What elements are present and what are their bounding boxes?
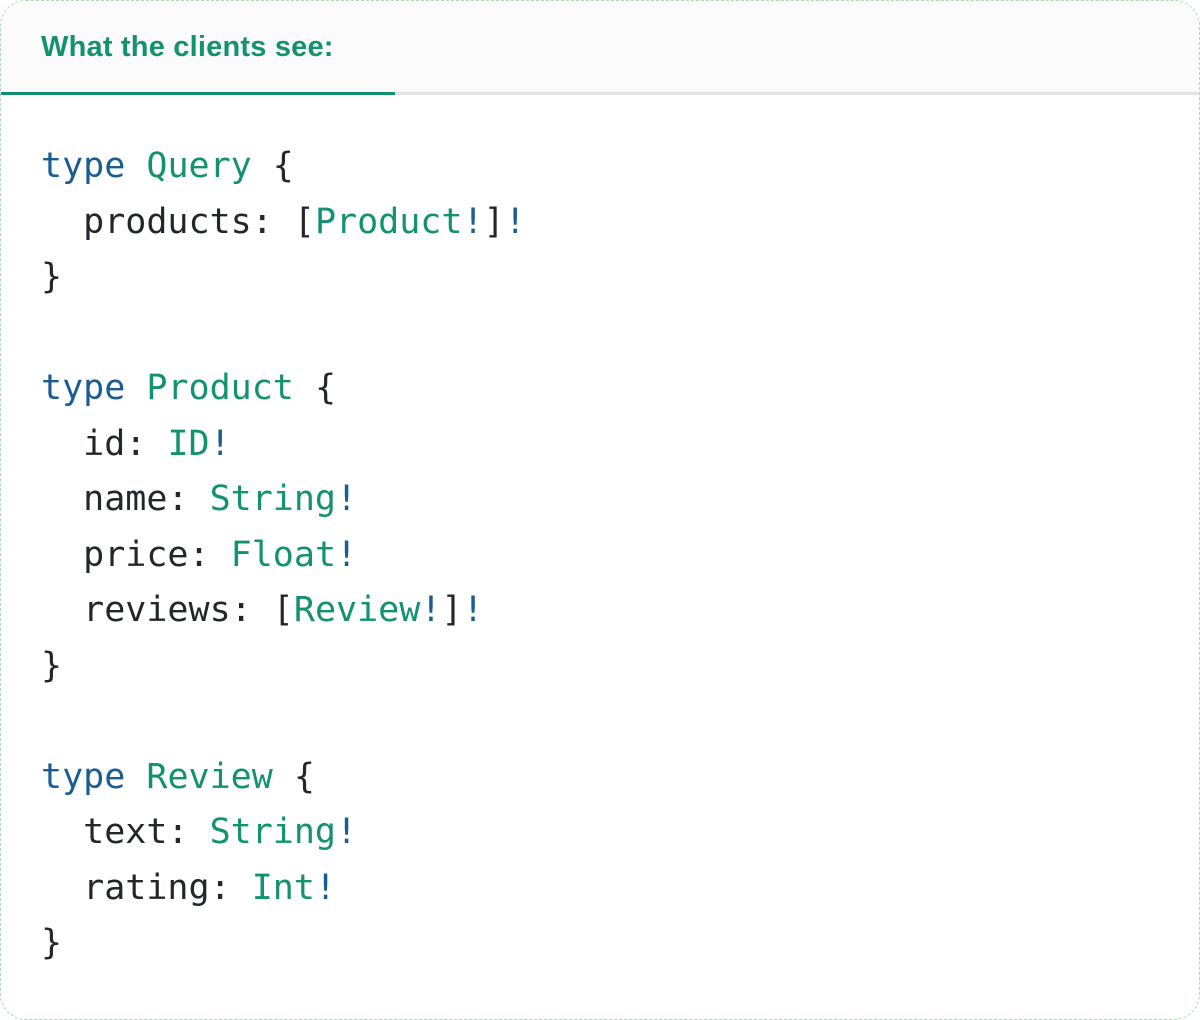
graphql-schema-code: type Query { products: [Product!]!} type… <box>1 95 1199 972</box>
code-token: } <box>41 923 63 963</box>
code-token: Product <box>314 201 463 242</box>
code-token: ! <box>336 812 358 852</box>
code-line <box>41 306 1159 362</box>
code-token: ! <box>336 479 358 519</box>
code-token: Int <box>251 867 315 908</box>
code-token: { <box>251 146 294 186</box>
code-token: ! <box>504 201 526 242</box>
code-token: id: <box>41 423 168 464</box>
code-line: reviews: [Review!]! <box>41 583 1159 639</box>
code-token: rating: <box>41 867 252 908</box>
code-token <box>125 146 146 186</box>
code-token: ! <box>209 423 231 464</box>
code-token: ! <box>420 590 442 630</box>
code-token: name: <box>41 479 210 519</box>
code-line: price: Float! <box>41 528 1159 584</box>
code-line: } <box>41 250 1159 306</box>
code-line: name: String! <box>41 472 1159 528</box>
code-token: text: <box>41 812 210 852</box>
code-token: } <box>41 257 63 297</box>
code-token: Review <box>146 756 273 797</box>
code-token: String <box>209 479 337 519</box>
code-token: ! <box>462 590 484 630</box>
code-line: text: String! <box>41 805 1159 861</box>
code-token: type <box>41 756 126 797</box>
code-token: ! <box>314 867 337 908</box>
code-line: type Product { <box>41 361 1159 417</box>
code-token: Product <box>146 368 294 408</box>
code-token: } <box>41 645 63 686</box>
code-token: String <box>209 812 337 852</box>
code-token: { <box>272 756 315 797</box>
code-token: ID <box>167 423 210 464</box>
code-token: products: [ <box>41 201 315 242</box>
code-line: type Review { <box>41 750 1159 806</box>
code-line: rating: Int! <box>41 861 1159 917</box>
code-token: ! <box>336 534 358 575</box>
code-token <box>125 757 146 797</box>
code-token: { <box>293 368 337 408</box>
code-line: type Query { <box>41 139 1159 195</box>
code-token: Float <box>230 534 337 575</box>
active-tab-indicator <box>1 92 395 95</box>
code-token: ] <box>441 590 463 630</box>
code-token <box>125 368 146 408</box>
code-token: type <box>41 146 126 186</box>
code-line: products: [Product!]! <box>41 195 1159 251</box>
tab-bar: What the clients see: <box>1 1 1199 95</box>
code-line: } <box>41 916 1159 972</box>
code-token: type <box>41 368 126 408</box>
code-token: Query <box>146 146 252 186</box>
tab-what-clients-see[interactable]: What the clients see: <box>41 31 334 63</box>
code-token: price: <box>41 534 231 575</box>
code-line: } <box>41 639 1159 695</box>
code-line <box>41 694 1159 750</box>
code-token: ! <box>462 201 484 242</box>
code-token: Review <box>293 590 421 630</box>
code-line: id: ID! <box>41 417 1159 473</box>
code-token: reviews: [ <box>41 590 294 630</box>
code-token: ] <box>483 201 505 242</box>
